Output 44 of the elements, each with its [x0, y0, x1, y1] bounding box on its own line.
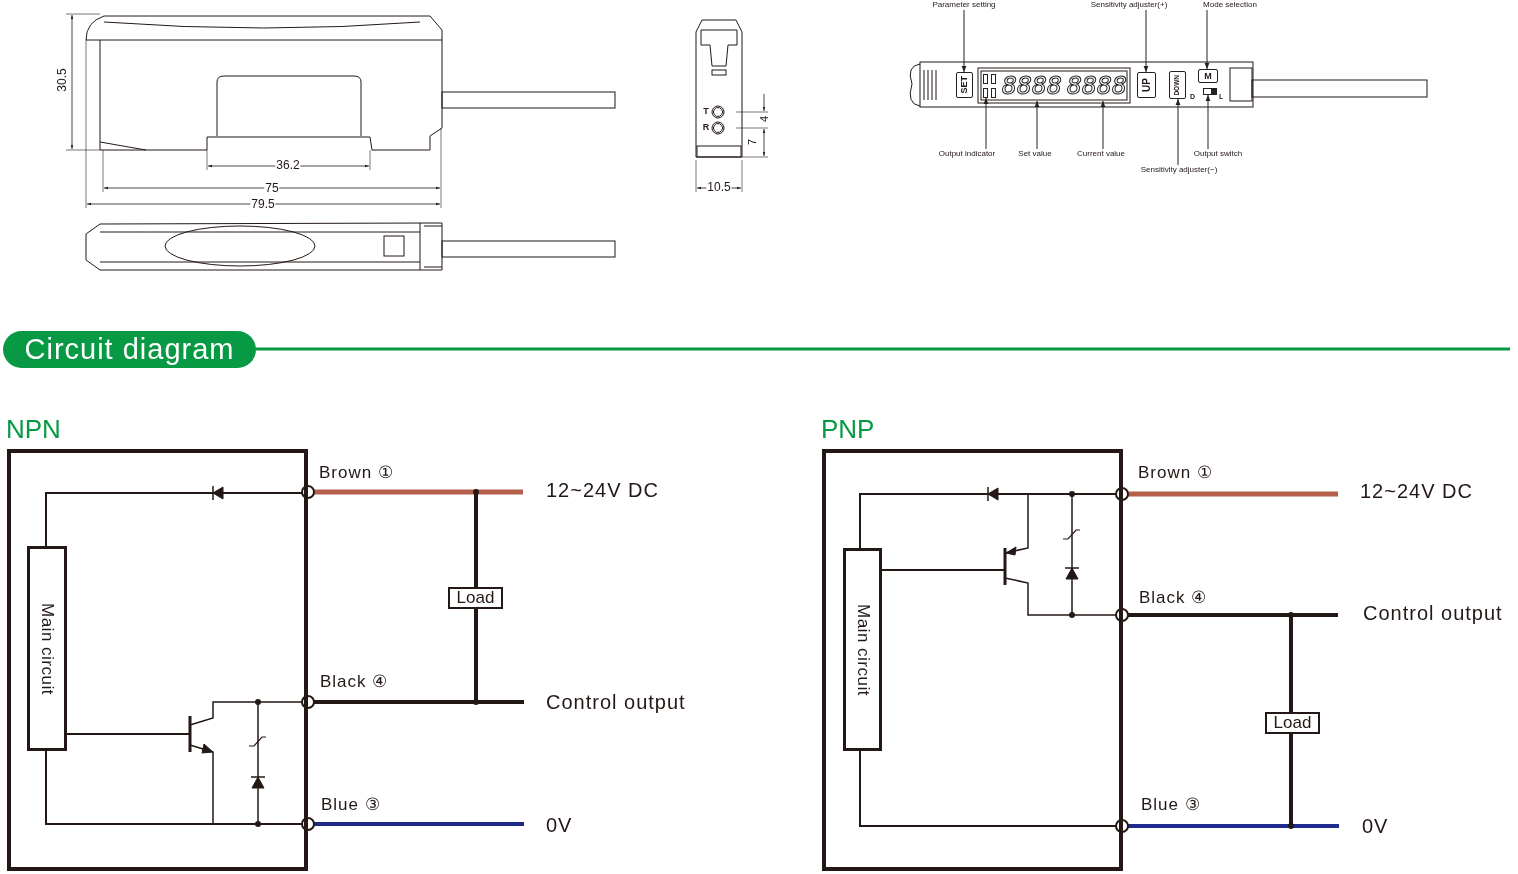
callout-text: Sensitivity adjuster(−): [1124, 165, 1234, 176]
section-heading: Circuit diagram: [3, 331, 256, 368]
leader-line: [1205, 94, 1211, 150]
load-box: Load: [1265, 712, 1320, 734]
leader-line: [1175, 98, 1181, 166]
terminal-label: Control output: [1363, 602, 1503, 624]
port-label: R: [702, 123, 710, 133]
callout-text: Output switch: [1181, 149, 1255, 160]
terminal-label: Control output: [546, 691, 686, 713]
callout-text: Set value: [1009, 149, 1061, 160]
wire-color-label: Blue ③: [321, 796, 381, 815]
up-key: UP: [1137, 72, 1156, 98]
callout-text: Parameter setting: [918, 0, 1010, 10]
set-key: SET: [956, 72, 973, 98]
terminal-label: 12~24V DC: [546, 479, 659, 501]
mode-key: M: [1198, 69, 1218, 83]
terminal-label: 0V: [1362, 815, 1389, 837]
slide-switch: [1203, 88, 1217, 95]
callout-text: Output indicator: [926, 149, 1008, 160]
wire-color-label: Black ④: [1139, 589, 1208, 608]
main-circuit-block: Main circuit: [27, 546, 67, 751]
leader-line: [1204, 9, 1210, 70]
callout-text: Mode selection: [1190, 0, 1270, 10]
leader-line: [1100, 100, 1106, 150]
main-circuit-block: Main circuit: [843, 548, 882, 751]
callout-text: Current value: [1066, 149, 1136, 160]
leader-line: [1034, 100, 1040, 150]
dimension-label: 7: [745, 137, 759, 147]
leader-line: [961, 9, 967, 73]
wire-color-label: Black ④: [320, 673, 389, 692]
wire-color-label: Brown ①: [319, 464, 394, 483]
wire-color-label: Blue ③: [1141, 796, 1201, 815]
circuit-title: PNP: [821, 413, 875, 446]
terminal-label: 0V: [546, 814, 573, 836]
terminal-label: 12~24V DC: [1360, 480, 1473, 502]
dimension-label: 4: [757, 114, 771, 124]
circuit-title: NPN: [6, 413, 61, 446]
port-label: T: [703, 107, 709, 117]
load-box: Load: [448, 587, 503, 609]
leader-line: [1143, 9, 1149, 73]
indicator-lamps: [983, 74, 996, 98]
wire-color-label: Brown ①: [1138, 464, 1213, 483]
leader-line: [983, 97, 989, 150]
callout-text: Sensitivity adjuster(+): [1074, 0, 1184, 10]
